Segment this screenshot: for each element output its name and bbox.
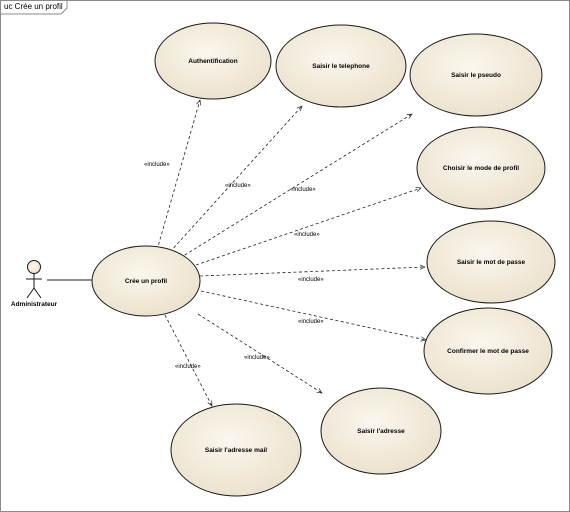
- include-arrow-mot-de-passe: [199, 267, 425, 277]
- include-labels: «include» «include» «include» «include» …: [144, 162, 324, 370]
- include-arrow-confirmer: [200, 290, 426, 340]
- use-case-label: Saisir le telephone: [312, 63, 370, 70]
- include-label: «include»: [294, 232, 320, 238]
- actor-head: [27, 260, 41, 274]
- include-label: «include»: [144, 162, 170, 168]
- use-case-label: Crée un profil: [125, 278, 167, 285]
- include-arrow-adresse: [197, 313, 322, 393]
- use-case-label: Saisir l'adresse: [357, 428, 405, 435]
- include-label: «include»: [290, 187, 316, 193]
- include-label: «include»: [298, 277, 324, 283]
- frame-tab-border: [1, 1, 68, 15]
- include-arrow-adresse-mail: [164, 314, 212, 406]
- use-case-saisir-le-mot-de-passe[interactable]: Saisir le mot de passe: [426, 220, 556, 304]
- use-case-label: Saisir l'adresse mail: [205, 447, 267, 454]
- use-case-cree-un-profil[interactable]: Crée un profil: [91, 245, 201, 317]
- use-case-authentification[interactable]: Authentification: [154, 22, 272, 100]
- include-dependencies: [156, 100, 426, 406]
- use-case-choisir-le-mode-de-profil[interactable]: Choisir le mode de profil: [416, 126, 546, 210]
- include-arrow-telephone: [169, 106, 302, 253]
- actor-label: Administrateur: [11, 301, 58, 308]
- include-label: «include»: [175, 364, 201, 370]
- frame-label: uc Crée un profil: [4, 2, 63, 11]
- include-label: «include»: [225, 183, 251, 189]
- use-case-saisir-l-adresse[interactable]: Saisir l'adresse: [320, 387, 442, 475]
- use-case-saisir-le-telephone[interactable]: Saisir le telephone: [275, 24, 407, 108]
- use-case-label: Choisir le mode de profil: [443, 165, 519, 172]
- use-case-saisir-l-adresse-mail[interactable]: Saisir l'adresse mail: [170, 403, 302, 497]
- use-case-label: Authentification: [188, 58, 237, 65]
- include-label: «include»: [298, 319, 324, 325]
- include-arrow-authentification: [156, 100, 200, 251]
- use-case-label: Saisir le pseudo: [451, 72, 501, 79]
- include-label: «include»: [244, 355, 270, 361]
- use-case-label: Saisir le mot de passe: [457, 259, 526, 266]
- include-arrow-mode-profil: [195, 188, 421, 266]
- use-case-saisir-le-pseudo[interactable]: Saisir le pseudo: [409, 33, 543, 117]
- use-case-confirmer-le-mot-de-passe[interactable]: Confirmer le mot de passe: [423, 307, 553, 395]
- use-case-label: Confirmer le mot de passe: [447, 348, 529, 355]
- actor-administrateur[interactable]: Administrateur: [11, 260, 58, 309]
- include-arrow-pseudo: [179, 114, 412, 259]
